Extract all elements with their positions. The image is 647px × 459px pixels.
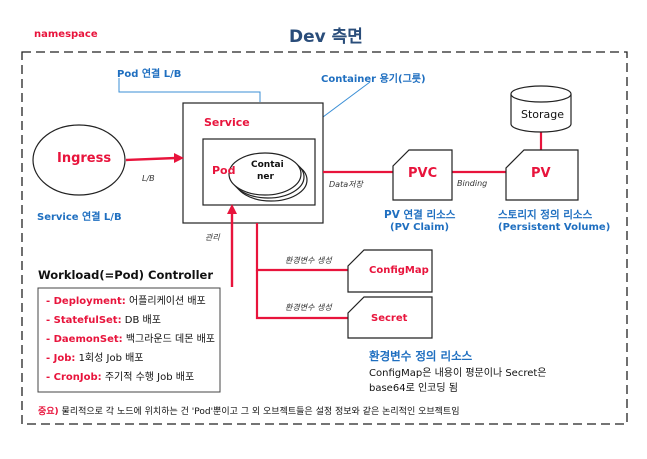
secret-label: Secret (371, 313, 408, 324)
storage-cylinder (510, 94, 572, 133)
env-desc-title: 환경변수 정의 리소스 (369, 349, 473, 363)
manage-edge-label: 관리 (205, 233, 220, 242)
workload-item-key: - CronJob: (46, 372, 102, 383)
secret-branch-line (255, 270, 348, 320)
arrowhead (174, 153, 184, 163)
workload-item: - CronJob: 주기적 수행 Job 배포 (46, 368, 215, 387)
pvc-box (392, 149, 453, 201)
storage-label: Storage (521, 108, 565, 121)
workload-item-text: 1회성 Job 배포 (75, 353, 144, 364)
namespace-boundary (21, 51, 628, 425)
page-title: Dev 측면 (289, 27, 363, 47)
footer-prefix: 중요) (38, 407, 59, 417)
workload-item-key: - Job: (46, 353, 76, 364)
storage-cylinder-top (510, 85, 572, 103)
pod-label: Pod (212, 164, 236, 177)
secret-box (347, 296, 433, 339)
service-label: Service (204, 116, 250, 129)
workload-item-key: - DaemonSet: (46, 334, 123, 345)
service-lb-label: Service 연결 L/B (37, 212, 122, 223)
pv-desc-line1: 스토리지 정의 리소스 (498, 209, 593, 221)
env-desc-line1: ConfigMap은 내용이 평문이나 Secret은 (369, 368, 547, 379)
workload-item: - Deployment: 어플리케이션 배포 (46, 292, 215, 311)
workload-item-text: 어플리케이션 배포 (125, 296, 206, 307)
lb-edge-label: L/B (142, 174, 155, 183)
pv-box (505, 149, 579, 201)
ingress-label: Ingress (57, 151, 112, 166)
container-label-line1: Contai (251, 160, 284, 170)
namespace-label: namespace (34, 29, 98, 40)
pv-desc-line2: (Persistent Volume) (498, 222, 611, 233)
workload-item: - Job: 1회성 Job 배포 (46, 349, 215, 368)
container-note-label: Container 용기(그릇) (321, 74, 426, 85)
footer-note: 중요) 물리적으로 각 노드에 위치하는 건 'Pod'뿐이고 그 외 오브젝트… (38, 404, 460, 417)
configmap-label: ConfigMap (369, 265, 429, 276)
workload-title: Workload(=Pod) Controller (38, 268, 213, 282)
workload-item-key: - StatefulSet: (46, 315, 122, 326)
configmap-box (347, 249, 433, 293)
pod-lb-label: Pod 연결 L/B (117, 69, 182, 80)
workload-list: - Deployment: 어플리케이션 배포 - StatefulSet: D… (46, 292, 215, 387)
env-desc-line2: base64로 인코딩 됨 (369, 383, 458, 394)
pv-label: PV (531, 166, 551, 181)
workload-item: - DaemonSet: 백그라운드 데몬 배포 (46, 330, 215, 349)
arrowhead (227, 204, 237, 214)
env-edge-label-1: 환경변수 생성 (285, 256, 332, 265)
workload-item-text: DB 배포 (121, 315, 161, 326)
footer-text: 물리적으로 각 노드에 위치하는 건 'Pod'뿐이고 그 외 오브젝트들은 설… (58, 407, 460, 417)
ingress-to-service-arrow (125, 156, 177, 162)
workload-list-box (37, 287, 221, 393)
workload-item-key: - Deployment: (46, 296, 126, 307)
pvc-label: PVC (408, 166, 438, 181)
ingress-circle (32, 124, 126, 196)
container-ellipse (228, 152, 302, 196)
binding-edge-label: Binding (457, 179, 488, 188)
pvc-desc-line2: (PV Claim) (390, 222, 450, 233)
pvc-desc-line1: PV 연결 리소스 (384, 209, 456, 221)
workload-item-text: 백그라운드 데몬 배포 (122, 334, 215, 345)
workload-item-text: 주기적 수행 Job 배포 (101, 372, 195, 383)
container-label-line2: ner (257, 172, 274, 182)
env-edge-label-2: 환경변수 생성 (285, 303, 332, 312)
workload-item: - StatefulSet: DB 배포 (46, 311, 215, 330)
pod-lb-bracket (118, 78, 261, 102)
data-edge-label: Data저장 (329, 180, 363, 189)
